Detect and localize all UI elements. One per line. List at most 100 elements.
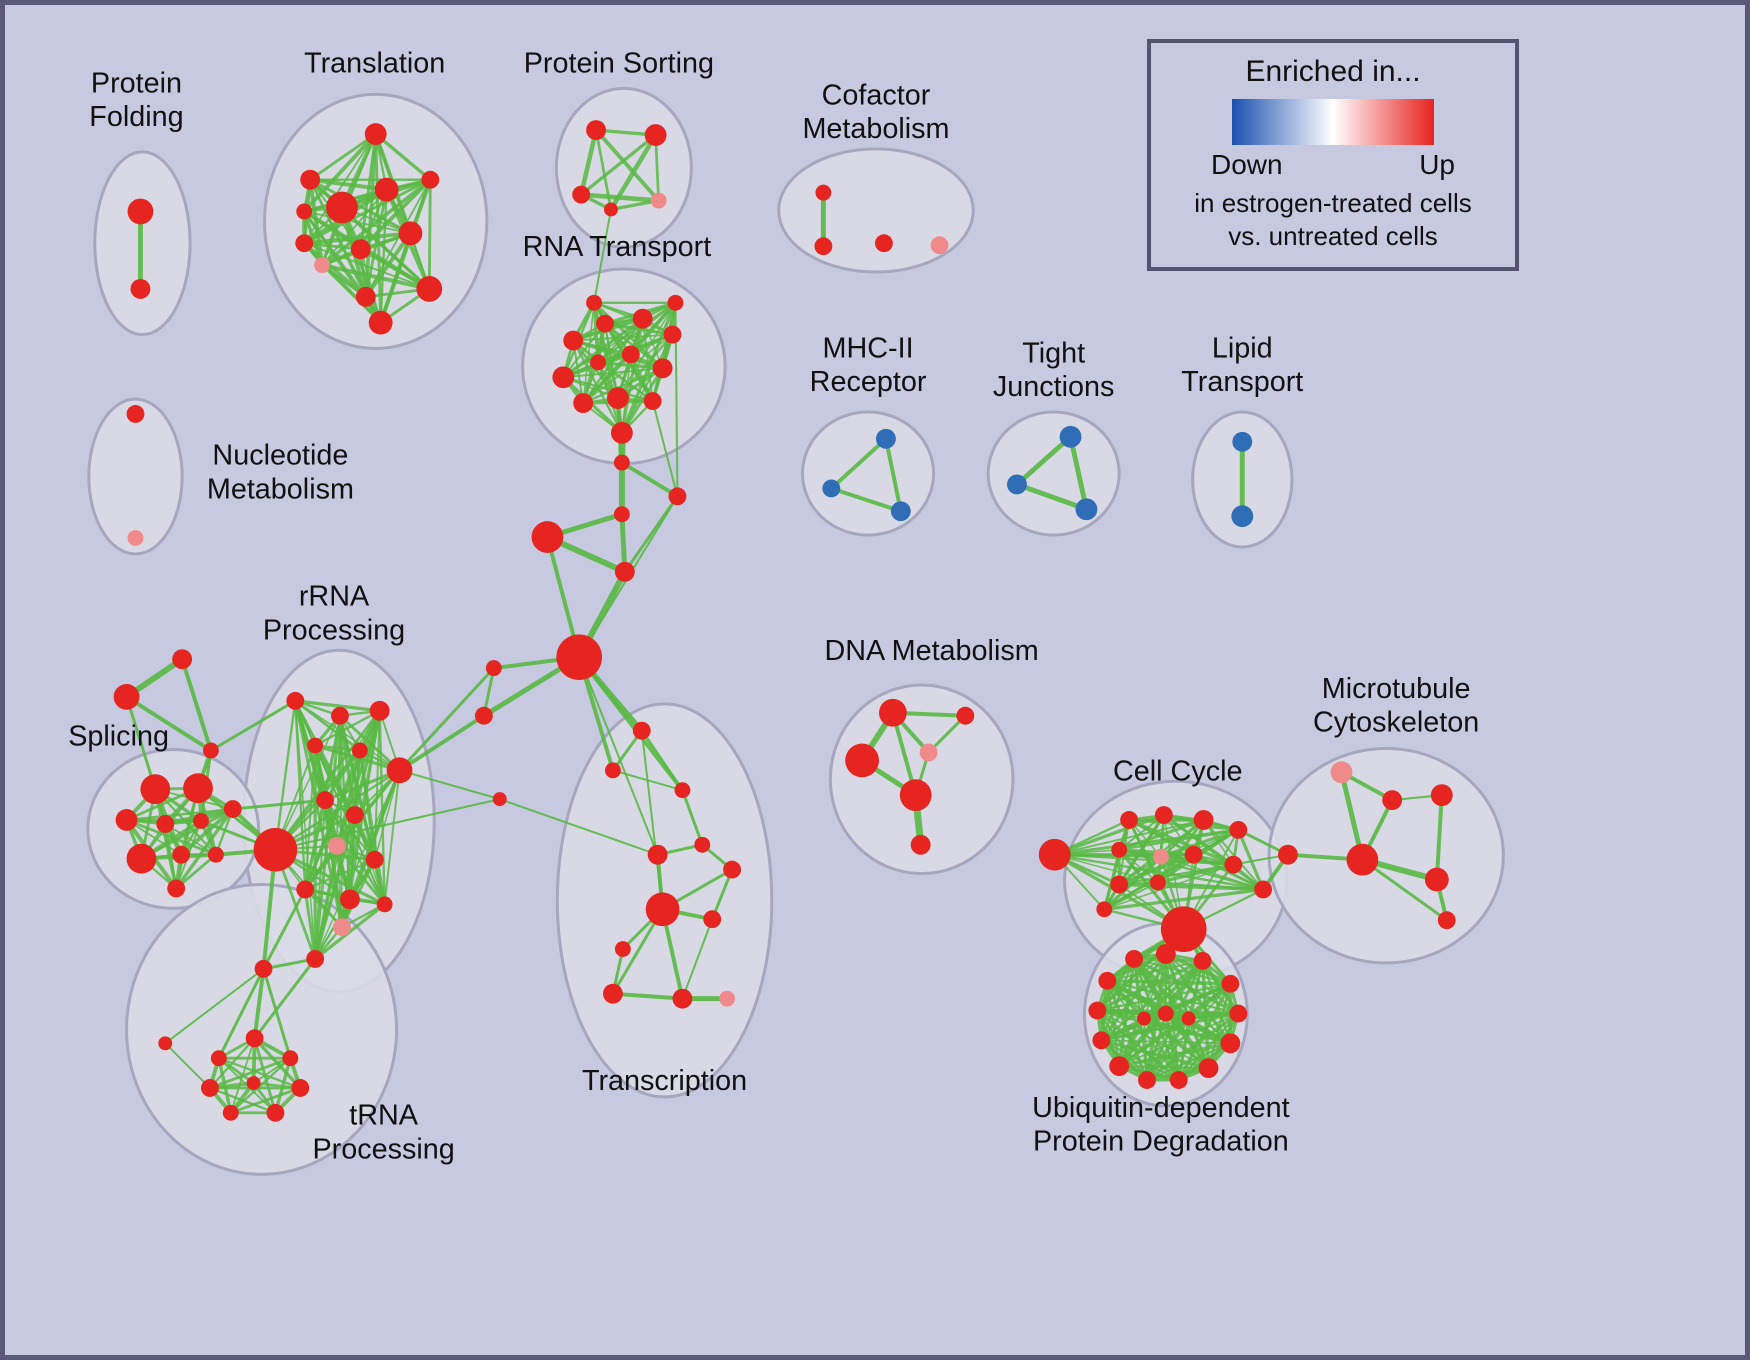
- gene-set-node: [845, 743, 879, 778]
- gene-set-node: [1059, 425, 1082, 448]
- gene-set-node: [875, 234, 893, 253]
- gene-set-node: [672, 988, 693, 1009]
- gene-set-node: [563, 330, 584, 351]
- gene-set-node: [485, 660, 502, 677]
- edge: [262, 887, 307, 971]
- edge: [313, 709, 381, 747]
- edge: [303, 844, 339, 892]
- gene-set-node: [694, 836, 711, 853]
- gene-set-node: [814, 237, 833, 256]
- edge: [335, 844, 387, 906]
- edge: [1100, 957, 1136, 1042]
- cluster-label-translation: Translation: [304, 48, 445, 80]
- gene-set-node: [586, 120, 606, 140]
- gene-set-node: [1092, 1031, 1111, 1050]
- edge: [253, 957, 317, 1040]
- legend-title: Enriched in...: [1245, 55, 1421, 88]
- edge: [313, 902, 387, 961]
- edge: [262, 967, 292, 1060]
- edge: [577, 655, 685, 793]
- edge: [179, 807, 235, 857]
- gene-set-node: [1254, 880, 1273, 899]
- gene-set-node: [603, 983, 623, 1004]
- edge: [597, 317, 644, 364]
- gene-set-node: [644, 124, 667, 146]
- nodes-layer: [113, 120, 1456, 1122]
- edge: [303, 798, 327, 891]
- gene-set-node: [253, 827, 298, 872]
- gene-set-node: [331, 706, 349, 725]
- gene-set-node: [604, 202, 618, 217]
- edge: [1156, 881, 1265, 891]
- gene-set-node: [643, 392, 662, 410]
- edge: [1145, 1016, 1191, 1083]
- gene-set-node: [492, 792, 507, 807]
- edge: [320, 178, 432, 267]
- edge: [294, 700, 401, 772]
- edge: [303, 210, 412, 235]
- gene-set-node: [416, 275, 443, 302]
- edge: [174, 807, 235, 891]
- gene-set-node: [1088, 1001, 1107, 1020]
- edge: [581, 352, 633, 405]
- gene-set-node: [246, 1076, 261, 1090]
- edge: [1117, 818, 1206, 852]
- gene-set-node: [556, 634, 603, 680]
- edge: [314, 799, 327, 960]
- edge: [314, 898, 351, 960]
- edge: [620, 317, 645, 435]
- gene-set-node: [956, 706, 975, 725]
- edge: [323, 768, 402, 802]
- gene-set-node: [115, 809, 138, 831]
- edge: [313, 844, 339, 961]
- edge: [303, 242, 431, 290]
- gene-set-node: [172, 649, 193, 670]
- gene-set-node: [223, 800, 242, 818]
- edge: [498, 798, 659, 856]
- edge: [324, 749, 361, 802]
- gene-set-node: [296, 880, 315, 899]
- edge: [302, 178, 432, 245]
- edge: [1118, 828, 1240, 851]
- gene-set-node: [1184, 845, 1203, 864]
- gene-set-node: [1229, 1004, 1248, 1023]
- gene-set-node: [295, 234, 314, 253]
- gene-set-node: [266, 1103, 285, 1122]
- gene-set-node: [126, 405, 145, 423]
- gene-set-node: [606, 387, 629, 410]
- gene-set-node: [222, 1104, 239, 1121]
- gene-set-node: [193, 813, 209, 829]
- edge: [581, 367, 664, 405]
- gene-set-node: [1096, 901, 1113, 918]
- edge: [378, 231, 413, 325]
- edge: [229, 1057, 292, 1114]
- edge: [398, 666, 496, 772]
- gene-set-node: [910, 834, 931, 855]
- edge: [1434, 793, 1444, 882]
- edges-layer: [123, 127, 1449, 1115]
- gene-set-node: [652, 358, 673, 379]
- gene-set-node: [1120, 811, 1139, 829]
- edge: [398, 769, 501, 801]
- gene-set-node: [930, 236, 949, 255]
- gene-set-node: [596, 314, 614, 333]
- legend-scale-labels: Down Up: [1211, 149, 1455, 181]
- cluster-ellipse-protein-sorting: [554, 86, 693, 249]
- edge: [303, 178, 432, 213]
- gene-set-node: [605, 762, 621, 779]
- gene-set-node: [1382, 790, 1403, 811]
- edge: [1103, 881, 1159, 911]
- edge: [302, 231, 413, 246]
- edge: [308, 177, 389, 192]
- edge: [308, 177, 325, 268]
- gene-set-node: [614, 941, 631, 957]
- gene-set-node: [647, 844, 668, 865]
- legend-down-label: Down: [1211, 149, 1283, 180]
- edge: [304, 858, 376, 891]
- gene-set-node: [1152, 848, 1169, 865]
- edge: [609, 198, 661, 212]
